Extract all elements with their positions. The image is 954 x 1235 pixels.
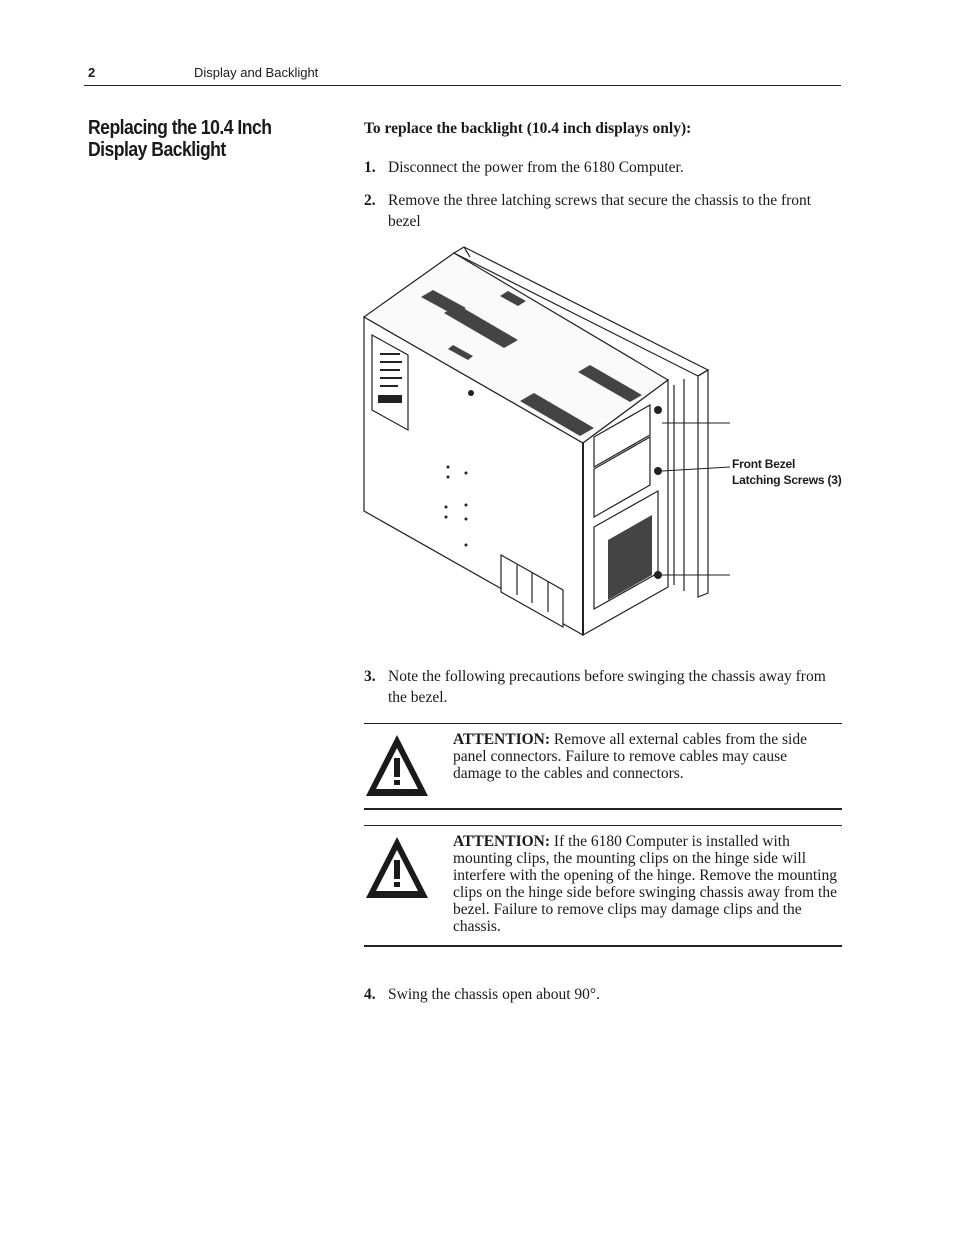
attention-body: If the 6180 Computer is installed with m…: [453, 833, 837, 935]
computer-chassis-illustration: [362, 246, 731, 637]
section-title-line-2: Display Backlight: [88, 139, 226, 161]
section-title-line-1: Replacing the 10.4 Inch: [88, 117, 272, 139]
running-header-title: Display and Backlight: [194, 65, 319, 80]
figure-callout: Front Bezel Latching Screws (3): [732, 456, 842, 488]
attention-box-1: ATTENTION: Remove all external cables fr…: [364, 723, 842, 810]
attention-box-2: ATTENTION: If the 6180 Computer is insta…: [364, 825, 842, 947]
step-4: 4. Swing the chassis open about 90°.: [364, 984, 834, 1005]
callout-line-2: Latching Screws (3): [732, 473, 842, 487]
attention-label: ATTENTION:: [453, 833, 551, 850]
step-1: 1. Disconnect the power from the 6180 Co…: [364, 157, 834, 178]
page-number: 2: [88, 65, 96, 80]
step-number: 1.: [364, 159, 376, 176]
step-2: 2. Remove the three latching screws that…: [364, 190, 834, 232]
step-number: 4.: [364, 986, 376, 1003]
step-number: 2.: [364, 192, 376, 209]
attention-label: ATTENTION:: [453, 731, 551, 748]
attention-text: ATTENTION: Remove all external cables fr…: [453, 731, 839, 782]
warning-triangle-icon: [366, 837, 428, 898]
step-text: Note the following precautions before sw…: [388, 668, 826, 706]
callout-line-1: Front Bezel: [732, 457, 796, 471]
step-3: 3. Note the following precautions before…: [364, 666, 834, 708]
step-text: Swing the chassis open about 90°.: [388, 986, 600, 1003]
attention-text: ATTENTION: If the 6180 Computer is insta…: [453, 833, 839, 935]
header-rule: [84, 85, 841, 86]
step-text: Remove the three latching screws that se…: [388, 192, 812, 230]
step-text: Disconnect the power from the 6180 Compu…: [388, 159, 684, 176]
warning-triangle-icon: [366, 735, 428, 796]
attention-body: Remove all external cables from the side…: [453, 731, 807, 782]
section-title: Replacing the 10.4 Inch Display Backligh…: [88, 117, 299, 161]
chassis-figure: [358, 245, 848, 645]
procedure-title: To replace the backlight (10.4 inch disp…: [364, 120, 692, 137]
step-number: 3.: [364, 668, 376, 685]
